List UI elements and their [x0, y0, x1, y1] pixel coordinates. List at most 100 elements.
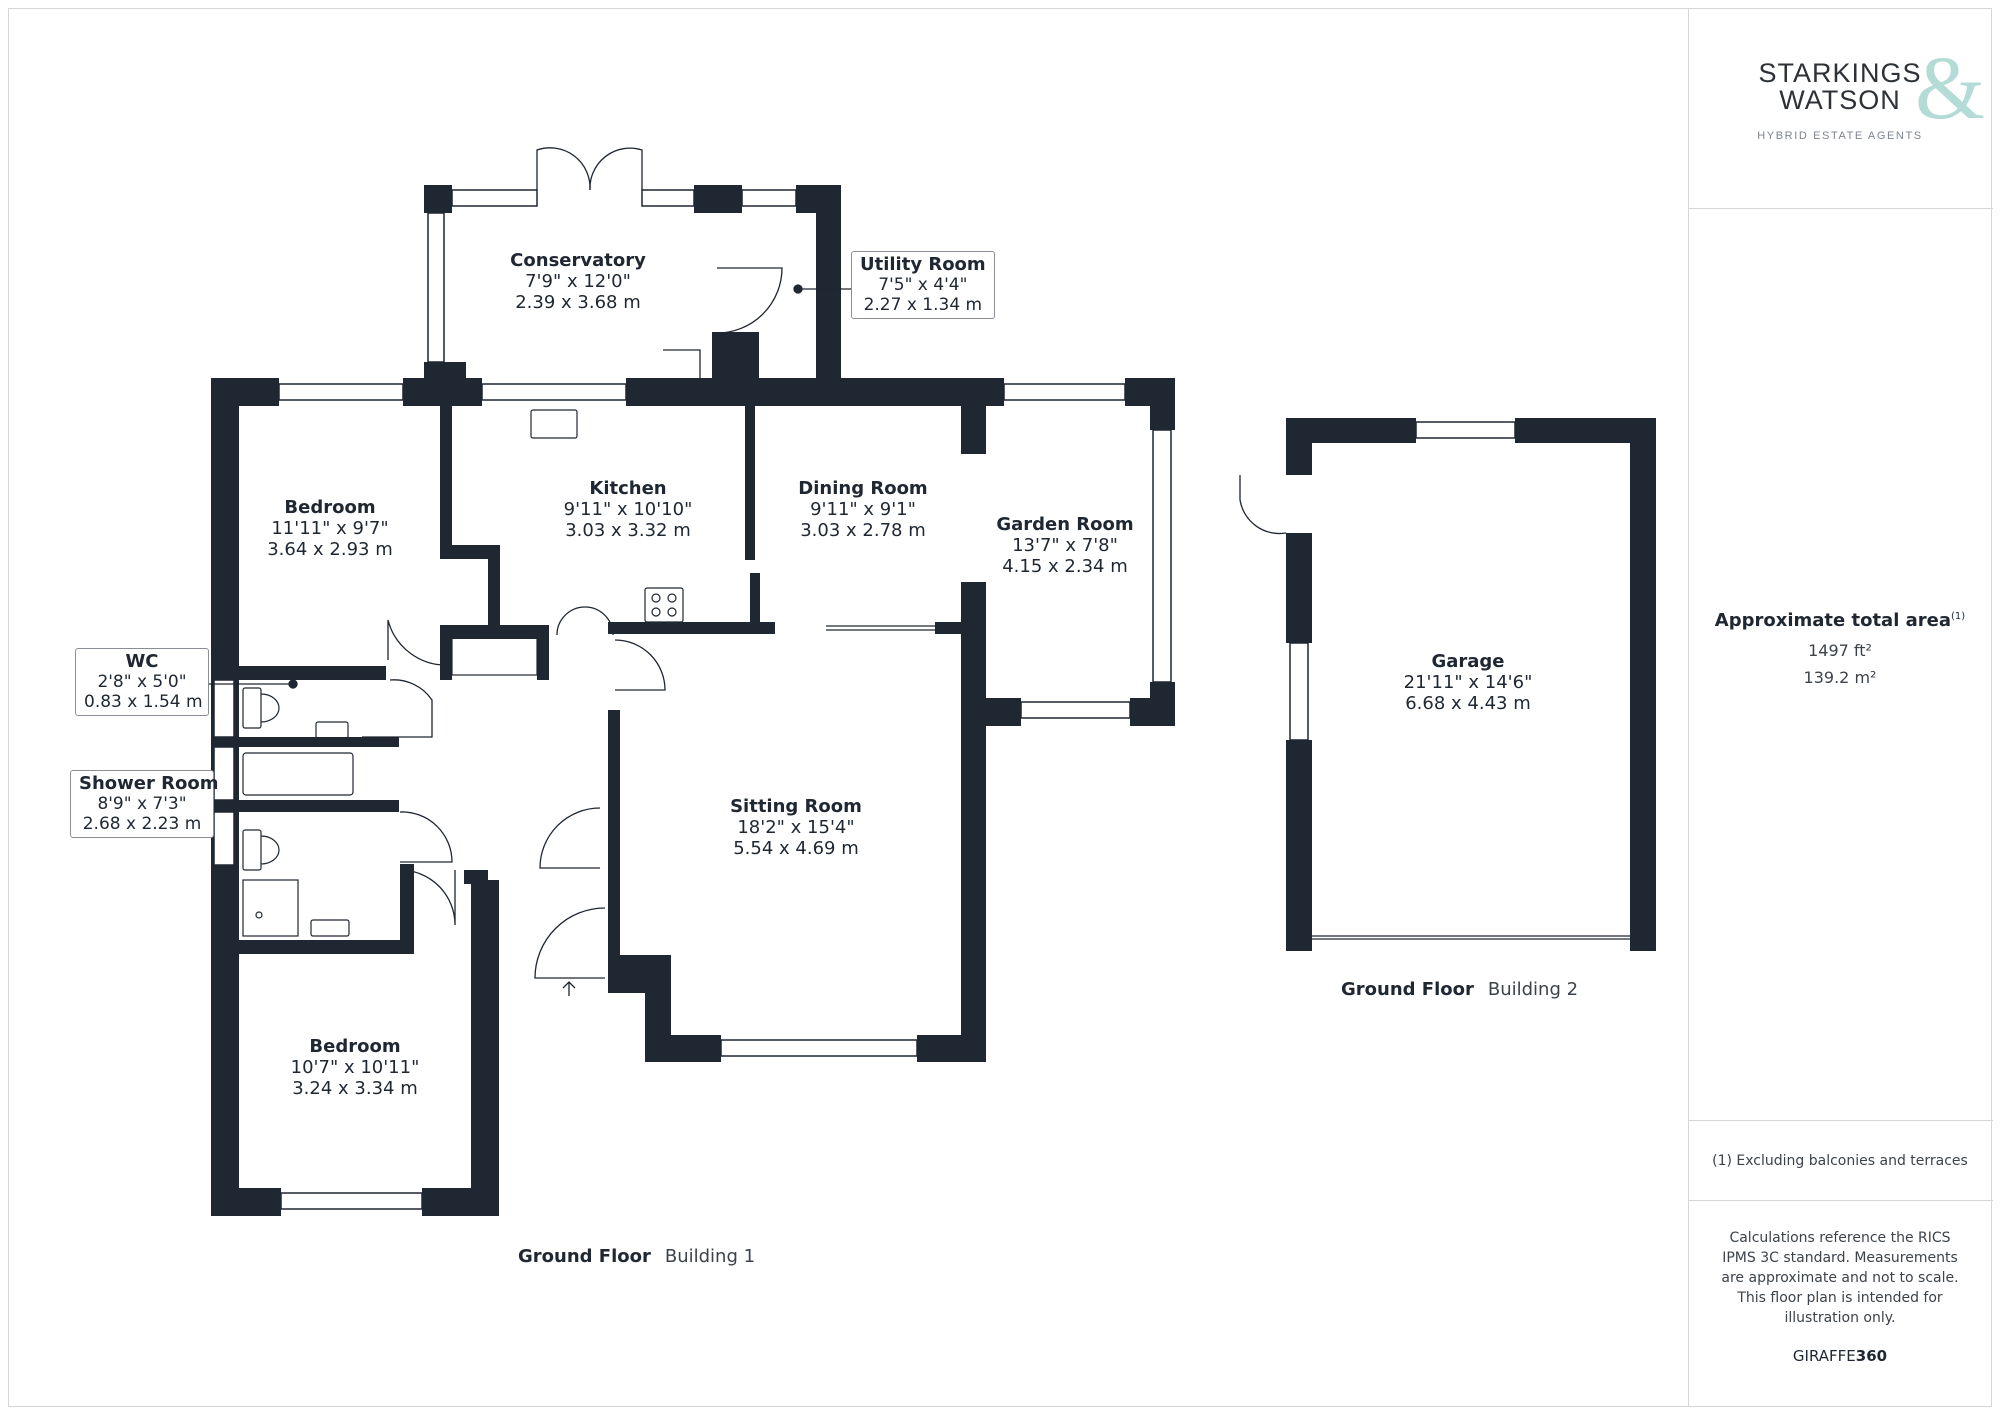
room-size-metric: 3.03 x 3.32 m	[565, 520, 691, 541]
room-size-imperial: 11'11" x 9'7"	[271, 518, 389, 539]
room-size-metric: 3.24 x 3.34 m	[292, 1078, 418, 1099]
room-size-metric: 3.03 x 2.78 m	[800, 520, 926, 541]
room-name: Utility Room	[860, 254, 986, 275]
room-name: Conservatory	[510, 250, 646, 271]
wall-garage-west-upper	[1286, 418, 1312, 475]
logo-line-1: STARKINGS	[1758, 58, 1922, 88]
wall-sitting-bottom-right	[917, 1035, 986, 1062]
building-name: Building 1	[664, 1246, 756, 1267]
window-bedroom1	[278, 383, 404, 401]
room-name: Bedroom	[284, 497, 376, 518]
door-wc	[362, 679, 433, 738]
logo-ampersand: &	[1915, 39, 1986, 138]
wall-dining-bottom-left	[750, 622, 775, 634]
wall-garage-west-mid	[1286, 533, 1312, 643]
wall-cupboard-east	[537, 625, 549, 680]
wall-dining-top	[736, 378, 1004, 406]
logo-line-2: WATSON	[1779, 85, 1901, 115]
window-garage-top	[1415, 421, 1516, 439]
room-size-imperial: 9'11" x 10'10"	[563, 499, 693, 520]
room-name: Shower Room	[79, 773, 219, 794]
door-kitchen-conservatory	[663, 349, 701, 380]
door-sitting	[614, 639, 666, 691]
window-conservatory-left	[451, 189, 538, 207]
wall-conservatory-ne	[694, 185, 742, 213]
room-size-imperial: 8'9" x 7'3"	[97, 794, 187, 814]
room-kitchen: Kitchen 9'11" x 10'10" 3.03 x 3.32 m	[548, 478, 708, 541]
callout-utility-room: Utility Room 7'5" x 4'4" 2.27 x 1.34 m	[851, 251, 995, 319]
info-panel	[1688, 8, 1993, 1407]
door-hall-inner	[539, 807, 601, 869]
wall-cupboard-west	[440, 625, 452, 680]
panel-divider	[1689, 208, 1993, 209]
room-size-imperial: 21'11" x 14'6"	[1403, 672, 1533, 693]
room-size-metric: 5.54 x 4.69 m	[733, 838, 859, 859]
room-size-metric: 2.27 x 1.34 m	[863, 295, 983, 315]
window-shower-bottom	[213, 811, 235, 866]
wall-kitchen-west	[488, 545, 500, 630]
windows	[213, 189, 1516, 1210]
brand-prefix: GIRAFFE	[1792, 1347, 1856, 1365]
window-sitting	[720, 1039, 918, 1057]
room-name: WC	[125, 651, 159, 672]
area-sqft: 1497 ft²	[1808, 641, 1872, 660]
wall-utility-block	[712, 332, 759, 406]
wall-utility-east	[816, 185, 841, 406]
door-conservatory-left	[536, 147, 591, 191]
room-name: Garage	[1431, 651, 1505, 672]
wall-dining-bottom-right	[935, 622, 985, 634]
doors	[362, 147, 1630, 979]
wall-shower-east	[400, 864, 414, 954]
fixtures	[242, 409, 684, 937]
room-size-metric: 3.64 x 2.93 m	[267, 539, 393, 560]
room-size-imperial: 2'8" x 5'0"	[97, 672, 187, 692]
window-conservatory-west	[427, 212, 445, 363]
window-wc	[213, 679, 235, 738]
door-garage-side	[1239, 475, 1287, 535]
door-hall-bedroom	[387, 619, 450, 666]
brand-mark: GIRAFFE360	[1688, 1347, 1992, 1365]
panel-divider	[1689, 1120, 1993, 1121]
sink-icon	[530, 409, 578, 439]
door-shower	[399, 811, 453, 863]
wall-wc-shower	[239, 737, 399, 747]
wall-kitchen-step	[440, 545, 500, 559]
page-frame	[8, 8, 1992, 1407]
wall-garden-bottom-right	[1130, 698, 1175, 726]
wall-kitchen-dining-upper	[745, 406, 755, 560]
disclaimer: Calculations reference the RICS IPMS 3C …	[1721, 1230, 1959, 1326]
room-size-imperial: 7'9" x 12'0"	[525, 271, 631, 292]
room-size-imperial: 13'7" x 7'8"	[1012, 535, 1118, 556]
window-garden-bottom	[1020, 701, 1131, 719]
room-name: Sitting Room	[730, 796, 862, 817]
wall-shower-split	[239, 800, 399, 812]
window-shower-top	[213, 746, 235, 801]
wall-dining-garden-stub	[961, 406, 986, 454]
room-size-metric: 6.68 x 4.43 m	[1405, 693, 1531, 714]
room-name: Garden Room	[996, 514, 1134, 535]
wall-hall-block	[480, 905, 498, 933]
wall-kitchen-dining-lower	[750, 573, 760, 628]
room-garden-room: Garden Room 13'7" x 7'8" 4.15 x 2.34 m	[985, 514, 1145, 577]
room-size-imperial: 18'2" x 15'4"	[737, 817, 855, 838]
room-conservatory: Conservatory 7'9" x 12'0" 2.39 x 3.68 m	[498, 250, 658, 313]
wall-conservatory-nw	[424, 185, 452, 213]
building-name: Building 2	[1487, 979, 1579, 1000]
window-utility	[741, 189, 797, 207]
room-bedroom-1: Bedroom 11'11" x 9'7" 3.64 x 2.93 m	[250, 497, 410, 560]
room-size-imperial: 9'11" x 9'1"	[810, 499, 916, 520]
room-sitting-room: Sitting Room 18'2" x 15'4" 5.54 x 4.69 m	[716, 796, 876, 859]
brand-suffix: 360	[1855, 1347, 1888, 1365]
bath-icon	[242, 752, 354, 796]
wc-toilet-icon	[242, 687, 262, 729]
hob-icon	[644, 587, 684, 623]
wall-sitting-west	[608, 710, 620, 993]
wall-garage-east	[1630, 418, 1656, 951]
window-conservatory-right	[641, 189, 695, 207]
logo-tagline: HYBRID ESTATE AGENTS	[1757, 130, 1923, 142]
room-size-imperial: 7'5" x 4'4"	[878, 275, 968, 295]
callout-wc: WC 2'8" x 5'0" 0.83 x 1.54 m	[75, 648, 209, 716]
